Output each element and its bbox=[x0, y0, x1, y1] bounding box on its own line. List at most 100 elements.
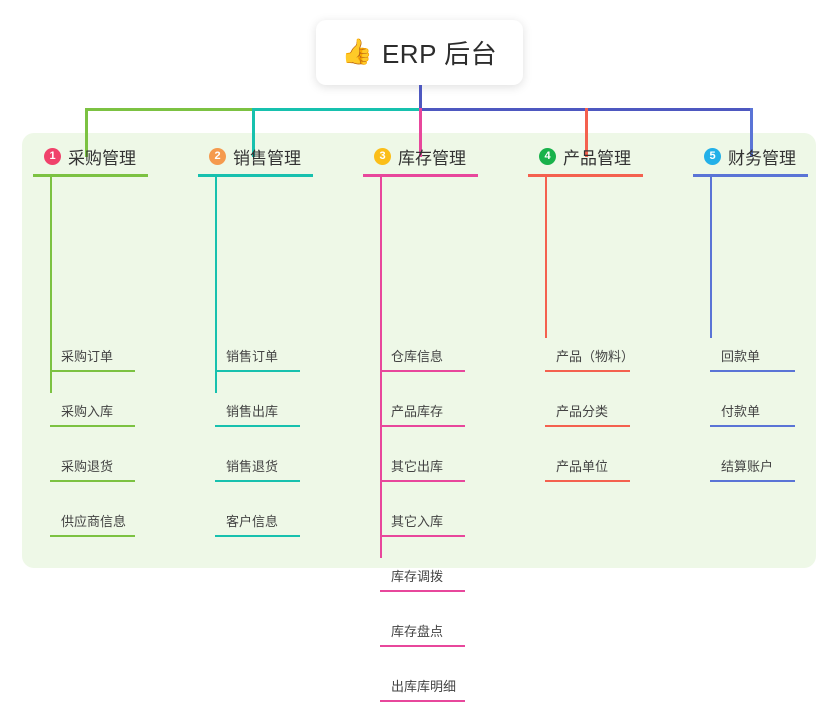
list-item-label: 客户信息 bbox=[226, 514, 279, 529]
branch-header-2[interactable]: 2 销售管理 bbox=[198, 144, 358, 168]
branch-header-rule-2 bbox=[198, 174, 313, 177]
list-item-rule bbox=[380, 590, 465, 592]
branch-header-rule-4 bbox=[528, 174, 643, 177]
branch-column-2: 2 销售管理销售订单销售出库销售退货客户信息 bbox=[198, 144, 358, 537]
list-item-rule bbox=[545, 370, 630, 372]
list-item-rule bbox=[545, 425, 630, 427]
branch-number-badge-5: 5 bbox=[704, 147, 721, 165]
trunk-segment-left bbox=[85, 108, 255, 111]
list-item[interactable]: 销售出库 bbox=[198, 376, 358, 431]
diagram-background-panel bbox=[22, 133, 816, 568]
branch-header-rule-3 bbox=[363, 174, 478, 177]
list-item-label: 销售订单 bbox=[226, 349, 279, 364]
list-item-label: 销售出库 bbox=[226, 404, 279, 419]
list-item-label: 产品单位 bbox=[556, 459, 609, 474]
branch-number-badge-3: 3 bbox=[374, 147, 391, 165]
branch-column-1: 1 采购管理采购订单采购入库采购退货供应商信息 bbox=[33, 144, 193, 537]
branch-item-list-5: 回款单付款单结算账户 bbox=[693, 321, 839, 486]
list-item-label: 出库库明细 bbox=[391, 679, 457, 694]
list-item-label: 结算账户 bbox=[721, 459, 774, 474]
list-item-label: 回款单 bbox=[721, 349, 761, 364]
trunk-segment-middle bbox=[252, 108, 422, 111]
list-item-label: 其它入库 bbox=[391, 514, 444, 529]
list-item[interactable]: 采购退货 bbox=[33, 431, 193, 486]
branch-header-rule-5 bbox=[693, 174, 808, 177]
list-item[interactable]: 其它入库 bbox=[363, 486, 523, 541]
branch-drop-connector-1 bbox=[85, 108, 88, 157]
branch-drop-connector-2 bbox=[252, 108, 255, 157]
list-item-rule bbox=[50, 425, 135, 427]
thumbs-up-icon: 👍 bbox=[341, 38, 373, 66]
list-item-rule bbox=[50, 535, 135, 537]
list-item-rule bbox=[380, 425, 465, 427]
branch-spine-1 bbox=[50, 177, 52, 393]
branch-drop-connector-3 bbox=[419, 108, 422, 157]
list-item[interactable]: 回款单 bbox=[693, 321, 839, 376]
list-item-rule bbox=[215, 425, 300, 427]
branch-column-5: 5 财务管理回款单付款单结算账户 bbox=[693, 144, 839, 482]
branch-title-3: 库存管理 bbox=[398, 148, 466, 168]
branch-spine-5 bbox=[710, 177, 712, 338]
list-item-label: 库存盘点 bbox=[391, 624, 444, 639]
branch-spine-2 bbox=[215, 177, 217, 393]
list-item-label: 销售退货 bbox=[226, 459, 279, 474]
branch-title-2: 销售管理 bbox=[233, 148, 301, 168]
list-item-label: 仓库信息 bbox=[391, 349, 444, 364]
branch-header-3[interactable]: 3 库存管理 bbox=[363, 144, 523, 168]
list-item-label: 采购订单 bbox=[61, 349, 114, 364]
list-item-rule bbox=[710, 425, 795, 427]
branch-title-1: 采购管理 bbox=[68, 148, 136, 168]
branch-number-badge-4: 4 bbox=[539, 147, 556, 165]
list-item[interactable]: 采购订单 bbox=[33, 321, 193, 376]
list-item[interactable]: 客户信息 bbox=[198, 486, 358, 541]
list-item[interactable]: 产品（物料） bbox=[528, 321, 688, 376]
list-item[interactable]: 产品库存 bbox=[363, 376, 523, 431]
list-item[interactable]: 库存盘点 bbox=[363, 596, 523, 651]
list-item[interactable]: 采购入库 bbox=[33, 376, 193, 431]
list-item-label: 供应商信息 bbox=[61, 514, 127, 529]
branch-header-5[interactable]: 5 财务管理 bbox=[693, 144, 839, 168]
list-item[interactable]: 出库库明细 bbox=[363, 651, 523, 706]
branch-header-4[interactable]: 4 产品管理 bbox=[528, 144, 688, 168]
list-item-label: 其它出库 bbox=[391, 459, 444, 474]
branch-drop-connector-4 bbox=[585, 108, 588, 157]
branch-column-4: 4 产品管理产品（物料） 产品分类产品单位 bbox=[528, 144, 688, 482]
list-item[interactable]: 供应商信息 bbox=[33, 486, 193, 541]
list-item-rule bbox=[710, 370, 795, 372]
branch-spine-3 bbox=[380, 177, 382, 558]
list-item[interactable]: 仓库信息 bbox=[363, 321, 523, 376]
list-item[interactable]: 结算账户 bbox=[693, 431, 839, 486]
branch-title-4: 产品管理 bbox=[563, 148, 631, 168]
list-item[interactable]: 销售订单 bbox=[198, 321, 358, 376]
list-item-rule bbox=[380, 480, 465, 482]
list-item-rule bbox=[50, 370, 135, 372]
list-item-label: 采购退货 bbox=[61, 459, 114, 474]
list-item-label: 产品分类 bbox=[556, 404, 609, 419]
branch-header-1[interactable]: 1 采购管理 bbox=[33, 144, 193, 168]
branch-title-5: 财务管理 bbox=[728, 148, 796, 168]
list-item[interactable]: 产品分类 bbox=[528, 376, 688, 431]
list-item[interactable]: 付款单 bbox=[693, 376, 839, 431]
root-node-title: ERP 后台 bbox=[381, 39, 498, 69]
list-item-label: 付款单 bbox=[721, 404, 761, 419]
list-item[interactable]: 产品单位 bbox=[528, 431, 688, 486]
list-item-rule bbox=[380, 645, 465, 647]
list-item[interactable]: 其它出库 bbox=[363, 431, 523, 486]
list-item-rule bbox=[710, 480, 795, 482]
list-item-label: 产品库存 bbox=[391, 404, 444, 419]
branch-number-badge-2: 2 bbox=[209, 147, 226, 165]
branch-number-badge-1: 1 bbox=[44, 147, 61, 165]
branch-header-rule-1 bbox=[33, 174, 148, 177]
list-item-rule bbox=[545, 480, 630, 482]
list-item-label: 产品（物料） bbox=[556, 349, 635, 364]
root-node-erp-backend[interactable]: 👍 ERP 后台 bbox=[316, 20, 523, 85]
branch-item-list-4: 产品（物料） 产品分类产品单位 bbox=[528, 321, 688, 486]
root-stem-connector bbox=[419, 85, 422, 111]
list-item-rule bbox=[380, 370, 465, 372]
branch-item-list-3: 仓库信息产品库存其它出库其它入库库存调拨库存盘点出库库明细 bbox=[363, 321, 523, 706]
branch-item-list-1: 采购订单采购入库采购退货供应商信息 bbox=[33, 321, 193, 541]
branch-item-list-2: 销售订单销售出库销售退货客户信息 bbox=[198, 321, 358, 541]
list-item[interactable]: 销售退货 bbox=[198, 431, 358, 486]
list-item-rule bbox=[215, 370, 300, 372]
